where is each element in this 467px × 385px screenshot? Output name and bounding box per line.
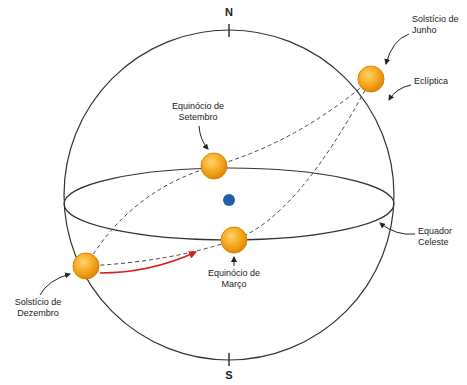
equinox-label: Equinócio de Setembro [165, 101, 231, 123]
south-tick [228, 353, 230, 366]
north-tick [228, 24, 230, 37]
solstice-label: Solstício de Dezembro [5, 297, 71, 319]
sun-september [201, 153, 227, 179]
earth-dot [223, 194, 235, 206]
sun-december [73, 253, 99, 279]
sun-motion-arrow [100, 252, 196, 273]
ecliptic-label: Eclíptica [414, 76, 462, 87]
equinox-label: Equinócio de Março [201, 268, 267, 290]
leader-line [234, 257, 235, 266]
equator-label: Equador Celeste [418, 226, 464, 248]
leader-line [199, 126, 208, 149]
leader-line [380, 223, 415, 234]
pole-label: S [219, 369, 239, 382]
leader-line [386, 34, 409, 64]
pole-label: N [219, 6, 239, 19]
leader-line [389, 85, 411, 100]
leader-line [40, 274, 70, 295]
solstice-label: Solstício de Junho [412, 14, 460, 36]
sphere-outline [64, 30, 394, 360]
ecliptic-front [86, 79, 371, 266]
ecliptic-back [86, 79, 371, 266]
sun-march [221, 227, 247, 253]
sun-june [358, 66, 384, 92]
